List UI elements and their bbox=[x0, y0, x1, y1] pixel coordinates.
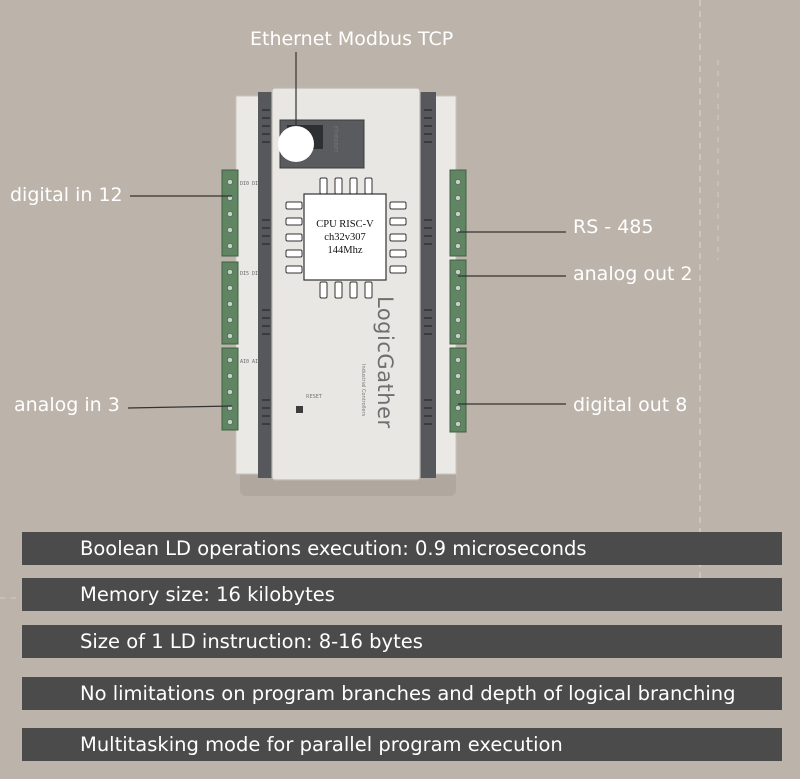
left-pin-labels: DI0 DI1 DI2 DI5 DI6 DI7 AI0 AI1 AI2 bbox=[240, 181, 273, 365]
cpu-chip-body bbox=[303, 193, 387, 281]
front-cover bbox=[271, 87, 421, 481]
vent-slots bbox=[262, 109, 432, 425]
cpu-line-3: 144Mhz bbox=[328, 245, 363, 256]
spec-bar-branching: No limitations on program branches and d… bbox=[22, 677, 782, 710]
svg-text:AI0 AI1 AI2: AI0 AI1 AI2 bbox=[240, 359, 273, 365]
spec-bar-instruction-size: Size of 1 LD instruction: 8-16 bytes bbox=[22, 625, 782, 658]
svg-text:DI0 DI1 DI2: DI0 DI1 DI2 bbox=[240, 181, 273, 187]
callout-rs485: RS - 485 bbox=[573, 216, 654, 238]
ethernet-port-label: ETHERNET bbox=[332, 126, 338, 154]
left-terminal-screws bbox=[227, 179, 233, 425]
callout-analog-out: analog out 2 bbox=[573, 263, 693, 285]
spec-bar-execution-speed: Boolean LD operations execution: 0.9 mic… bbox=[22, 532, 782, 565]
left-dark-channel bbox=[258, 92, 274, 478]
callout-digital-in: digital in 12 bbox=[10, 184, 123, 206]
spec-bar-multitasking: Multitasking mode for parallel program e… bbox=[22, 728, 782, 761]
reset-label: RESET bbox=[306, 394, 323, 400]
spec-bar-memory-size: Memory size: 16 kilobytes bbox=[22, 578, 782, 611]
reset-button bbox=[296, 406, 303, 413]
cpu-line-2: ch32v307 bbox=[324, 232, 365, 243]
right-dark-channel bbox=[420, 92, 436, 478]
brand-subtitle: Industrial Controllers bbox=[360, 364, 366, 417]
callout-analog-in: analog in 3 bbox=[14, 394, 120, 416]
brand-name: LogicGather bbox=[373, 296, 397, 429]
ethernet-highlight-marker bbox=[278, 126, 314, 162]
callout-ethernet: Ethernet Modbus TCP bbox=[250, 28, 454, 50]
right-terminal-screws bbox=[455, 179, 461, 427]
analog-in-leader-line bbox=[127, 405, 233, 409]
svg-text:DI5 DI6 DI7: DI5 DI6 DI7 bbox=[240, 271, 273, 277]
callout-digital-out: digital out 8 bbox=[573, 394, 688, 416]
cpu-line-1: CPU RISC-V bbox=[316, 219, 374, 230]
